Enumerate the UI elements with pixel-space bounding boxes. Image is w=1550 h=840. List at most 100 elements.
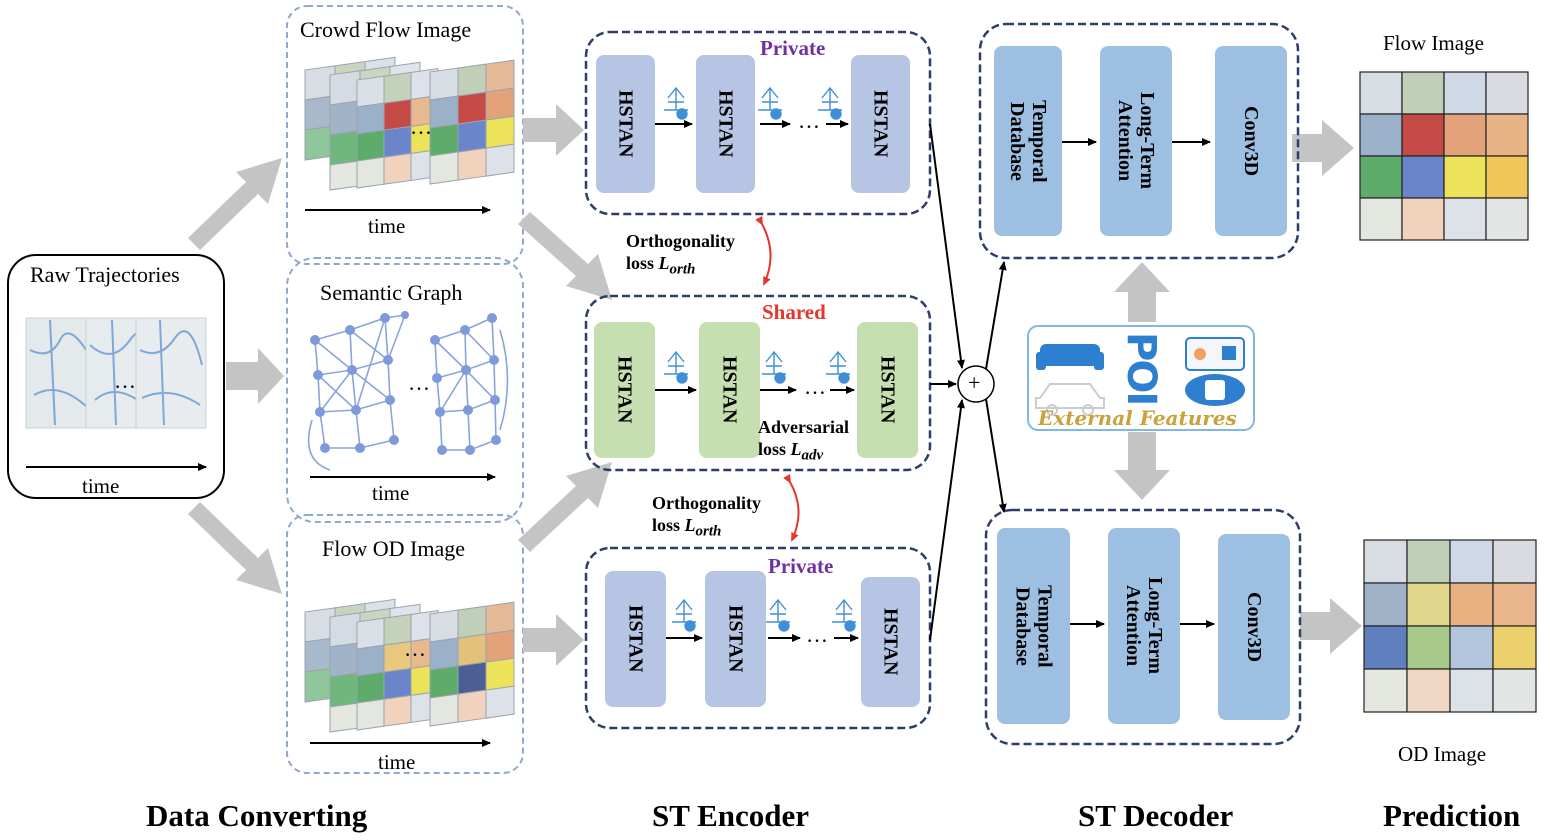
od-image-cell-1-1 [1406, 582, 1451, 627]
hstan-shared-3: HSTAN [857, 322, 918, 458]
monitor-icon [1185, 337, 1245, 371]
flow-image-cell-0-2 [1443, 71, 1487, 115]
hstan-private-bottom-3: HSTAN [861, 577, 920, 707]
temporal-database-bottom: Temporal Database [997, 528, 1070, 724]
flow-image-cell-1-2 [1443, 113, 1487, 157]
flow-image-cell-1-1 [1401, 113, 1445, 157]
conv3d-top: Conv3D [1215, 46, 1287, 236]
poi-label: POI [1118, 332, 1164, 405]
hstan-private-bottom-2: HSTAN [705, 571, 766, 707]
section-st-encoder: ST Encoder [652, 798, 810, 833]
car-icon [1035, 383, 1105, 416]
sofa-icon [1036, 344, 1104, 370]
flow-od-panel [286, 514, 524, 774]
long-term-attention-top: Long-Term Attention [1100, 46, 1172, 236]
gray-arrows [188, 104, 1362, 666]
decoder-bottom-panel [984, 508, 1302, 746]
flow-image-cell-0-0 [1359, 71, 1403, 115]
od-image-cell-3-1 [1406, 668, 1451, 713]
od-image-cell-3-0 [1363, 668, 1408, 713]
private-top-ellipsis: … [798, 108, 820, 133]
long-term-attention-bottom: Long-Term Attention [1108, 528, 1180, 724]
od-image-cell-2-1 [1406, 625, 1451, 670]
flow-image-cell-2-0 [1359, 155, 1403, 199]
od-ellipsis: … [404, 636, 426, 661]
raw-trajectory-maps [25, 317, 207, 429]
private-bottom-ellipsis: … [806, 622, 828, 647]
flow-image-cell-3-2 [1443, 197, 1487, 241]
hstan-private-top-2: HSTAN [696, 55, 755, 193]
crowd-ellipsis: … [410, 114, 432, 139]
semantic-ellipsis: … [408, 370, 430, 395]
flow-od-grids [304, 598, 515, 733]
flow-od-title: Flow OD Image [322, 536, 465, 561]
od-image-cell-3-3 [1492, 668, 1537, 713]
decoder-top-panel [978, 22, 1300, 260]
section-prediction: Prediction [1383, 798, 1521, 833]
hstan-private-top-1: HSTAN [596, 55, 655, 193]
encoder-to-sum-lines [929, 123, 965, 641]
sum-node [957, 365, 995, 403]
flow-image-cell-3-1 [1401, 197, 1445, 241]
sum-to-decoder-lines [985, 261, 1007, 513]
adversarial-loss: Adversarial loss Ladv [758, 417, 849, 464]
decoder-connectors [1062, 138, 1215, 628]
raw-trajectories-title: Raw Trajectories [30, 262, 180, 287]
od-image-cell-2-0 [1363, 625, 1408, 670]
section-st-decoder: ST Decoder [1078, 798, 1234, 833]
od-image-cell-0-0 [1363, 539, 1408, 584]
hstan-connectors [655, 120, 859, 642]
shared-label: Shared [762, 300, 826, 324]
flow-image-cell-3-3 [1485, 197, 1529, 241]
flow-image-cell-0-1 [1401, 71, 1445, 115]
od-image-cell-3-2 [1449, 668, 1494, 713]
sum-symbol: + [968, 370, 981, 395]
od-image-cell-1-3 [1492, 582, 1537, 627]
orth-arrow-bottom [783, 473, 800, 542]
crowd-flow-title: Crowd Flow Image [300, 17, 472, 42]
hstan-private-top-3: HSTAN [851, 55, 910, 193]
od-image-cell-1-0 [1363, 582, 1408, 627]
conv3d-bottom: Conv3D [1218, 534, 1290, 720]
raw-ellipsis: … [114, 368, 136, 393]
hstan-private-bottom-1: HSTAN [605, 571, 666, 707]
flow-image-cell-3-0 [1359, 197, 1403, 241]
flow-image-cell-2-3 [1485, 155, 1529, 199]
flow-image-cell-2-1 [1401, 155, 1445, 199]
od-image-cell-0-1 [1406, 539, 1451, 584]
od-image-cell-2-3 [1492, 625, 1537, 670]
temporal-database-top: Temporal Database [994, 46, 1062, 236]
section-data-converting: Data Converting [146, 798, 368, 833]
private-encoder-top [584, 30, 932, 216]
crowd-flow-grids [304, 56, 515, 191]
app-icon [1185, 374, 1245, 406]
private-label-top: Private [760, 36, 826, 60]
attention-icons [664, 86, 856, 632]
semantic-time-label: time [372, 481, 410, 505]
flow-image-cell-0-3 [1485, 71, 1529, 115]
semantic-graph-title: Semantic Graph [320, 280, 463, 305]
external-features-label: External Features [1038, 406, 1237, 430]
flow-image-label: Flow Image [1383, 31, 1484, 55]
od-image-cell-0-3 [1492, 539, 1537, 584]
orth-arrow-top [755, 215, 772, 286]
crowd-time-label: time [368, 214, 406, 238]
od-image-cell-1-2 [1449, 582, 1494, 627]
private-label-bottom: Private [768, 554, 834, 578]
raw-time-label: time [82, 474, 120, 498]
hstan-shared-2: HSTAN [699, 322, 760, 458]
flow-image-cell-1-3 [1485, 113, 1529, 157]
od-time-label: time [378, 750, 416, 774]
od-image-label: OD Image [1398, 742, 1487, 766]
crowd-flow-panel [286, 5, 524, 265]
semantic-graph-panel [286, 257, 524, 523]
orthogonality-loss-top: Orthogonality loss Lorth [626, 231, 736, 278]
semantic-graph-nodes [310, 311, 501, 455]
flow-image-grid [1359, 71, 1529, 241]
hstan-shared-1: HSTAN [594, 322, 655, 458]
orthogonality-loss-bottom: Orthogonality loss Lorth [652, 493, 762, 540]
flow-image-cell-2-2 [1443, 155, 1487, 199]
od-image-grid [1363, 539, 1537, 713]
od-image-cell-0-2 [1449, 539, 1494, 584]
